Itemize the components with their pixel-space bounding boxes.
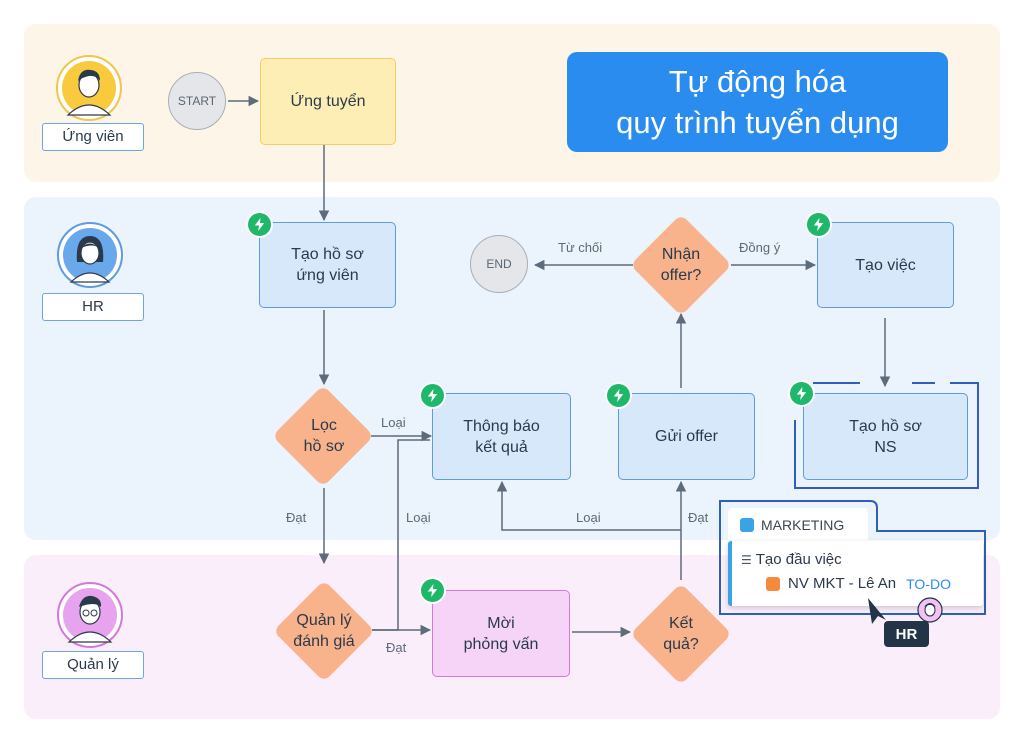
node-tao-ho-so-ung-vien[interactable]: Tạo hồ sơ ứng viên <box>259 222 396 308</box>
node-moi-phong-van[interactable]: Mời phỏng vấn <box>432 590 570 677</box>
edge-label-loai: Loại <box>381 415 406 430</box>
node-tao-viec[interactable]: Tạo việc <box>817 222 954 308</box>
automation-bolt-icon <box>419 577 446 604</box>
role-label-ung-vien: Ứng viên <box>42 123 144 151</box>
edge-label-dat: Đạt <box>386 640 406 655</box>
end-node[interactable]: END <box>470 235 528 293</box>
edge-label-loai: Loại <box>406 510 431 525</box>
diagram-title-line-2: quy trình tuyển dụng <box>616 102 899 143</box>
edge-label-tu-choi: Từ chối <box>558 240 602 255</box>
node-tao-ho-so-ns[interactable]: Tạo hồ sơ NS <box>803 393 968 480</box>
project-color-icon <box>740 518 754 532</box>
hr-avatar <box>57 222 123 288</box>
edge-label-dat: Đạt <box>688 510 708 525</box>
collaborator-name-tag: HR <box>884 621 929 647</box>
edge-label-dat: Đạt <box>286 510 306 525</box>
manager-avatar <box>57 582 123 648</box>
start-node[interactable]: START <box>168 72 226 130</box>
role-label-quan-ly: Quản lý <box>42 651 144 679</box>
task-heading-row: ☰ Tạo đầu việc <box>741 551 842 568</box>
checklist-icon: ☰ <box>741 553 752 567</box>
automation-bolt-icon <box>246 211 273 238</box>
project-name: MARKETING <box>761 517 844 533</box>
edge-quanly-thongbao <box>372 440 430 630</box>
node-gui-offer[interactable]: Gửi offer <box>618 393 755 480</box>
candidate-avatar <box>56 55 122 121</box>
node-thong-bao-ket-qua[interactable]: Thông báo kết quả <box>432 393 571 480</box>
automation-bolt-icon <box>605 382 632 409</box>
cursor-arrow-icon <box>868 598 886 624</box>
diagram-title-line-1: Tự động hóa <box>669 61 847 102</box>
diagram-title: Tự động hóa quy trình tuyển dụng <box>567 52 948 152</box>
edge-label-dong-y: Đồng ý <box>739 240 780 255</box>
role-label-hr: HR <box>42 293 144 321</box>
node-nhan-offer[interactable]: Nhận offer? <box>631 229 731 301</box>
node-quan-ly-danh-gia[interactable]: Quản lý đánh giá <box>272 595 376 667</box>
calendar-icon <box>766 577 780 591</box>
edge-label-loai: Loại <box>576 510 601 525</box>
automation-bolt-icon <box>788 380 815 407</box>
node-ket-qua[interactable]: Kết quả? <box>631 598 731 670</box>
automation-bolt-icon <box>419 382 446 409</box>
node-loc-ho-so[interactable]: Lọc hồ sơ <box>274 400 374 472</box>
automation-bolt-icon <box>805 211 832 238</box>
task-heading: Tạo đầu việc <box>756 551 842 568</box>
node-ung-tuyen[interactable]: Ứng tuyển <box>260 58 396 145</box>
project-tab[interactable]: MARKETING <box>728 508 868 541</box>
